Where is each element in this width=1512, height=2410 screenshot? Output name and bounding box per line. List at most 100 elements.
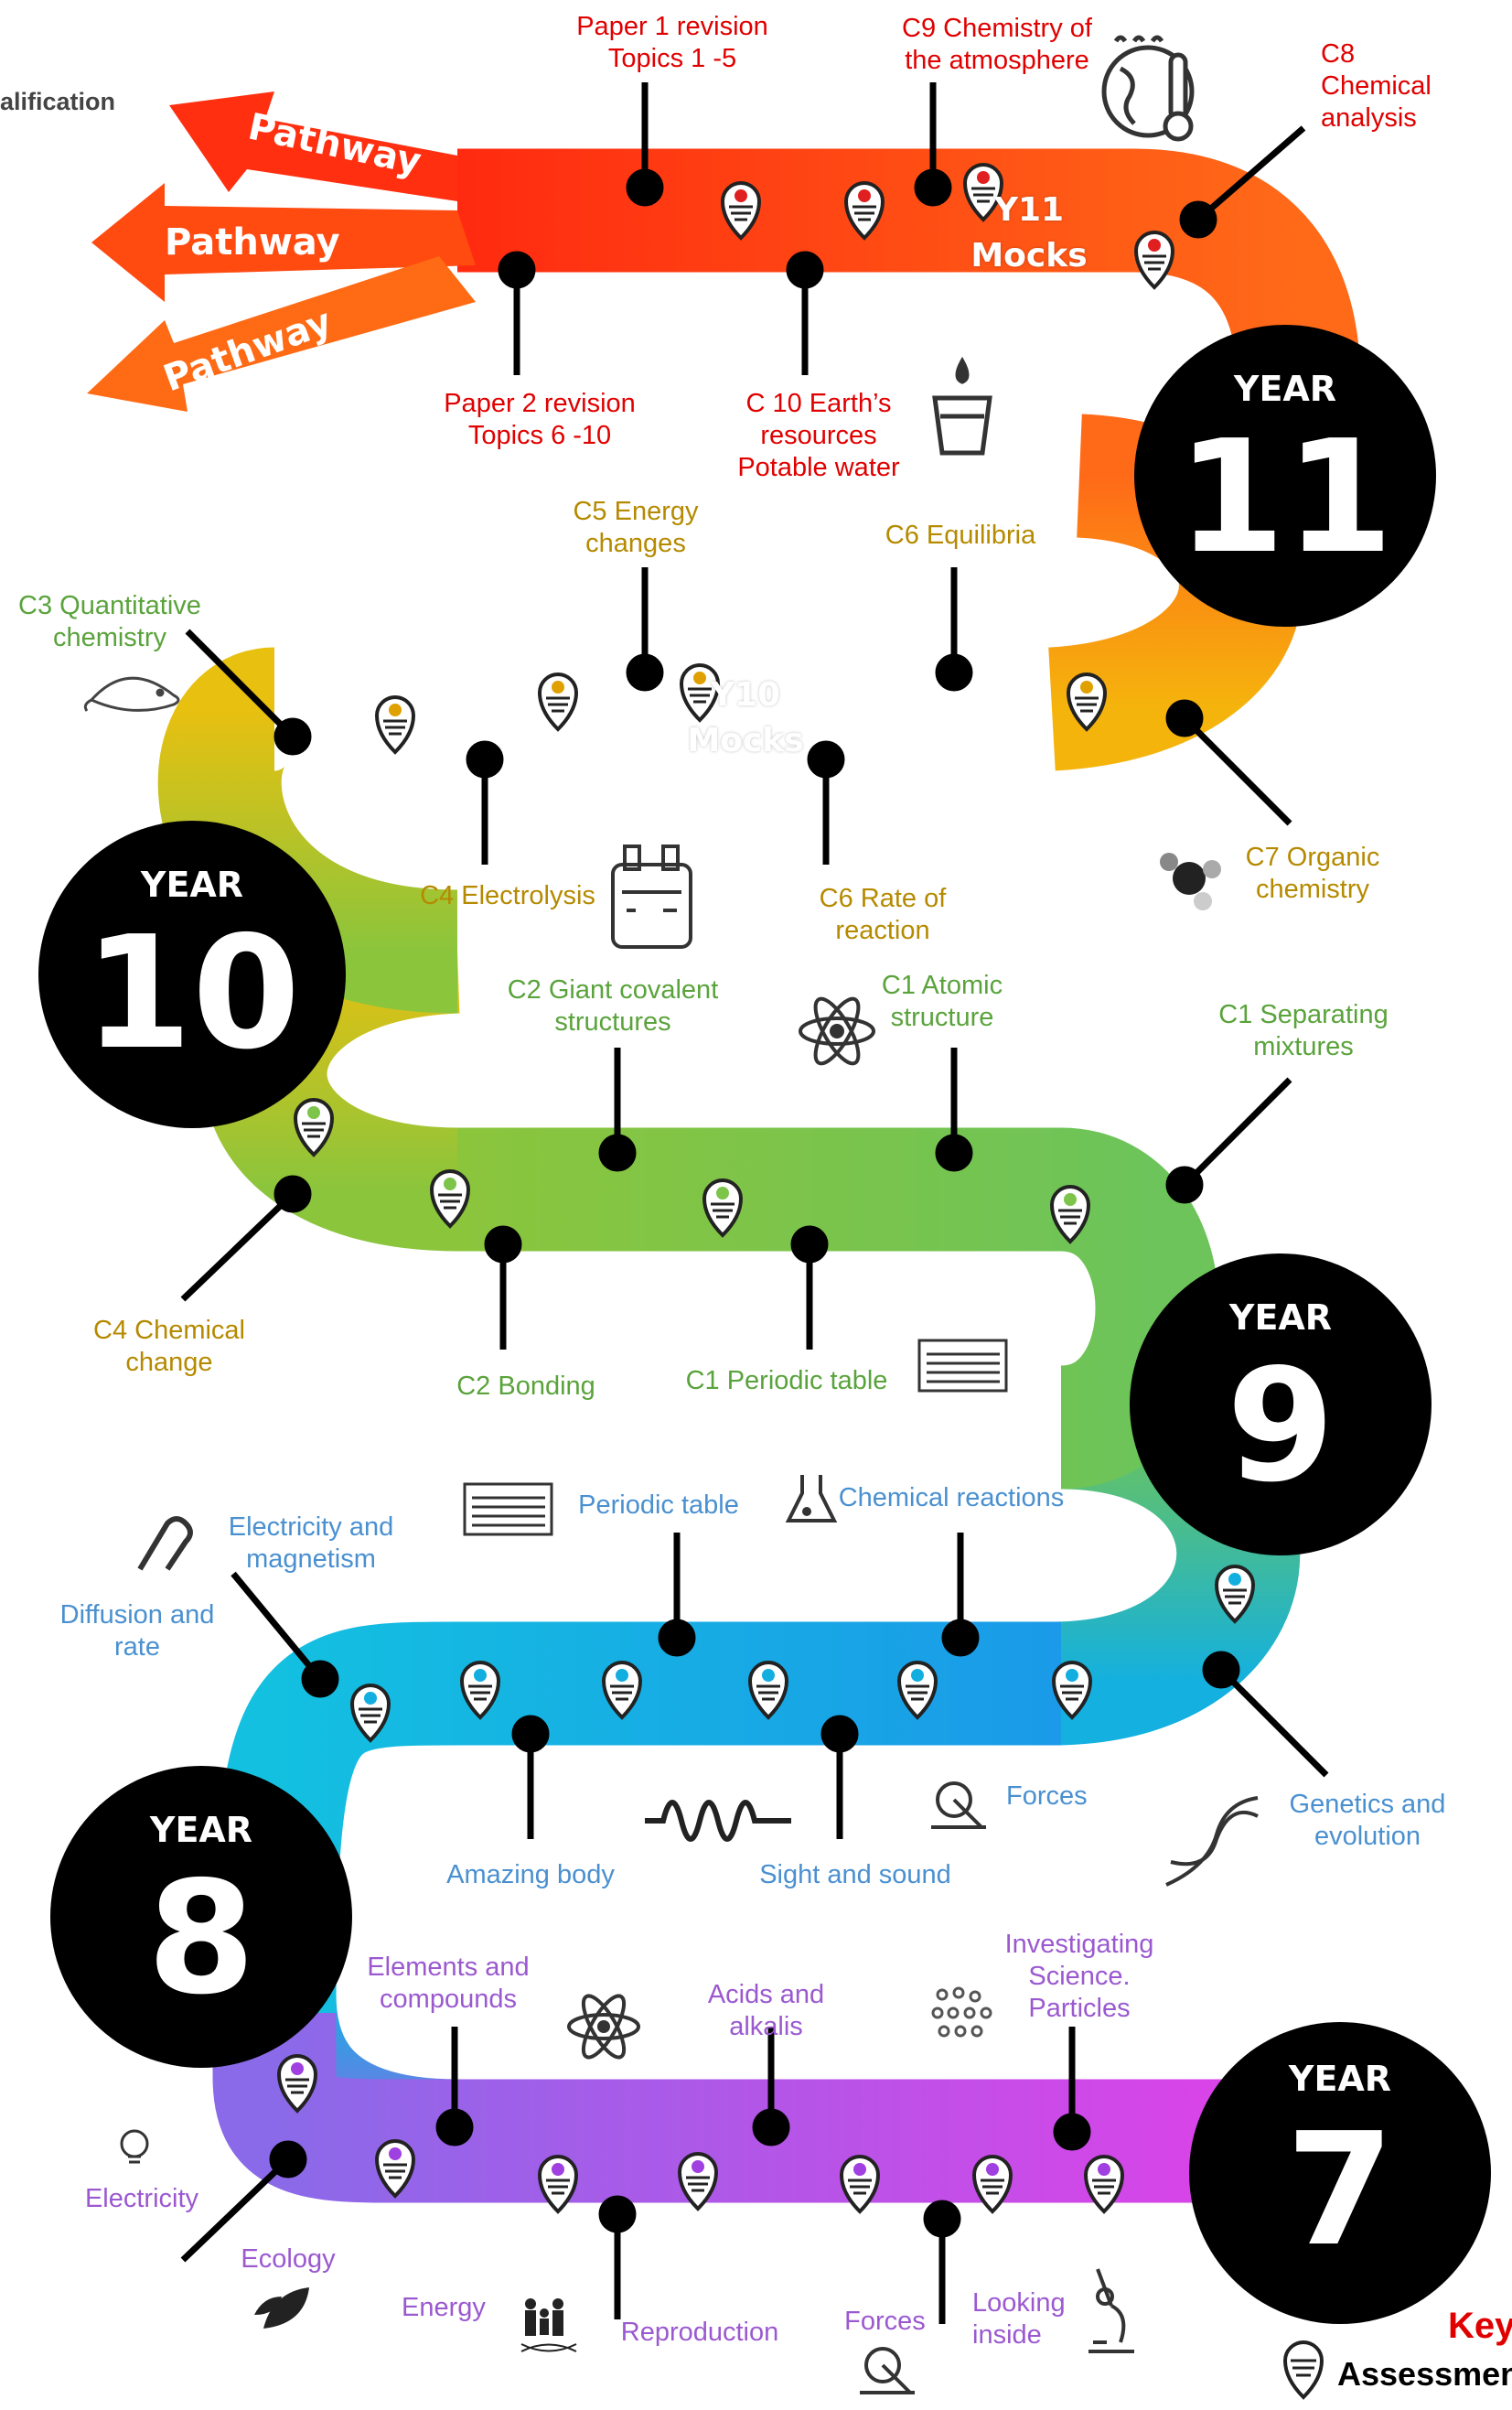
pathway-arrow-1 <box>169 91 457 201</box>
molecule-icon <box>1160 853 1221 910</box>
label-c10-earth-resources: C 10 Earth’s resources Potable water <box>737 389 900 482</box>
microscope-icon <box>1088 2268 1134 2353</box>
atom-icon <box>799 996 875 1066</box>
assessment-marker-icon <box>896 1660 938 1720</box>
label-c6-rate: C6 Rate of reaction <box>819 884 947 945</box>
flask-icon <box>785 1475 838 1522</box>
assessment-marker-icon <box>459 1660 501 1720</box>
family-dna-icon <box>520 2298 577 2352</box>
label-c3-quantitative: C3 Quantitative chemistry <box>18 591 201 652</box>
assessment-marker-icon <box>374 2138 416 2199</box>
label-c7-organic: C7 Organic chemistry <box>1245 843 1380 904</box>
assessment-marker-icon <box>679 662 721 723</box>
lightbulb-icon <box>120 2129 149 2164</box>
dna-icon <box>1165 1796 1259 1887</box>
assessment-marker-icon <box>537 672 579 732</box>
assessment-marker-icon <box>374 694 416 755</box>
pathway-arrow-2 <box>91 183 476 302</box>
assessment-markers <box>276 162 1256 2214</box>
assessment-marker-icon <box>293 1097 335 1157</box>
year10-word: YEAR <box>140 865 244 905</box>
assessment-marker-icon <box>1049 1184 1091 1244</box>
year10-number: 10 <box>83 903 301 1084</box>
assessment-marker-icon <box>349 1683 391 1743</box>
label-electricity-magnetism: Electricity and magnetism <box>228 1512 394 1574</box>
year8-number: 8 <box>146 1848 256 2029</box>
assessment-marker-icon <box>702 1178 744 1238</box>
label-c1-periodic: C1 Periodic table <box>685 1366 888 1395</box>
label-paper2-revision: Paper 2 revision Topics 6 -10 <box>444 389 636 450</box>
label-c9-atmosphere: C9 Chemistry of the atmosphere <box>902 14 1092 75</box>
assessment-marker-icon <box>1051 1660 1093 1720</box>
assessment-marker-icon <box>839 2154 881 2214</box>
assessment-marker-icon <box>971 2154 1013 2214</box>
label-c6-equilibria: C6 Equilibria <box>885 521 1036 550</box>
pathway-arrow-3 <box>87 256 476 412</box>
label-c4-chemical-change: C4 Chemical change <box>93 1316 245 1377</box>
legend-assessment: Assessment <box>1337 2355 1512 2393</box>
label-investigating-science: Investigating Science. Particles <box>1004 1930 1154 2023</box>
assessment-marker-icon <box>962 162 1004 222</box>
pathway-label-2: Pathway <box>165 221 340 264</box>
pathway-arrows <box>87 91 476 412</box>
year11-badge: YEAR 11 <box>1134 325 1436 627</box>
year7-circle <box>1189 2022 1491 2324</box>
assessment-marker-icon <box>1083 2154 1125 2214</box>
label-reproduction: Reproduction <box>620 2318 779 2347</box>
earth-thermometer-icon <box>1101 35 1195 142</box>
label-c1-separating: C1 Separating mixtures <box>1218 1000 1389 1061</box>
label-c4-electrolysis: C4 Electrolysis <box>420 881 595 910</box>
assessment-marker-icon <box>276 2053 318 2114</box>
label-c2-bonding: C2 Bonding <box>456 1372 595 1401</box>
year10-badge: YEAR 10 <box>38 821 346 1128</box>
label-elements-compounds: Elements and compounds <box>367 1953 530 2014</box>
electrolysis-kit-icon <box>611 845 692 949</box>
label-paper1-revision: Paper 1 revision Topics 1 -5 <box>576 12 768 73</box>
year8-circle <box>50 1766 352 2068</box>
assessment-marker-icon <box>1214 1564 1256 1624</box>
wave-icon <box>645 1800 791 1842</box>
year11-circle <box>1134 325 1436 627</box>
year8-word: YEAR <box>149 1810 253 1850</box>
particles-icon <box>931 1986 992 2038</box>
label-looking-inside: Looking inside <box>972 2288 1066 2350</box>
year9-circle <box>1130 1253 1432 1555</box>
y11-mocks-label: Y11 Mocks <box>970 191 1088 274</box>
magnet-icon <box>137 1516 193 1571</box>
mouse-icon <box>83 676 180 712</box>
qualification-label: alification <box>0 88 116 115</box>
year7-word: YEAR <box>1288 2059 1392 2099</box>
label-c8-chemical-analysis: C8 Chemical analysis <box>1321 39 1432 133</box>
label-c1-atomic: C1 Atomic structure <box>881 971 1003 1032</box>
year7-number: 7 <box>1285 2100 1395 2281</box>
assessment-marker-icon <box>601 1660 643 1720</box>
label-forces-year7: Forces <box>844 2307 926 2336</box>
pin-stems <box>180 82 1329 2324</box>
label-ecology: Ecology <box>241 2244 336 2274</box>
year8-badge: YEAR 8 <box>50 1766 352 2068</box>
label-c5-energy-changes: C5 Energy changes <box>573 497 699 558</box>
year9-word: YEAR <box>1228 1297 1333 1338</box>
year11-number: 11 <box>1176 407 1394 588</box>
assessment-marker-icon-key <box>1282 2340 1324 2400</box>
assessment-marker-icon <box>720 180 762 241</box>
y10-mocks-label: Y10 Mocks <box>687 676 804 759</box>
pulley-icon <box>931 1781 986 1829</box>
year10-circle <box>38 821 346 1128</box>
assessment-marker-icon <box>747 1660 789 1720</box>
leaf-icon <box>254 2287 309 2329</box>
year9-number: 9 <box>1226 1336 1335 1517</box>
label-acids-alkalis: Acids and alkalis <box>707 1980 825 2041</box>
pulley-icon-2 <box>860 2347 915 2394</box>
label-diffusion-rate: Diffusion and rate <box>59 1600 215 1662</box>
label-genetics-evolution: Genetics and evolution <box>1289 1790 1446 1851</box>
assessment-marker-icon <box>843 180 885 241</box>
label-energy: Energy <box>402 2293 486 2322</box>
road-year7 <box>212 2013 1299 2203</box>
water-glass-icon <box>932 356 992 456</box>
year11-word: YEAR <box>1233 369 1337 409</box>
label-c2-giant-covalent: C2 Giant covalent structures <box>507 975 719 1037</box>
legend-title: Key <box>1448 2306 1512 2346</box>
label-amazing-body: Amazing body <box>446 1860 615 1889</box>
